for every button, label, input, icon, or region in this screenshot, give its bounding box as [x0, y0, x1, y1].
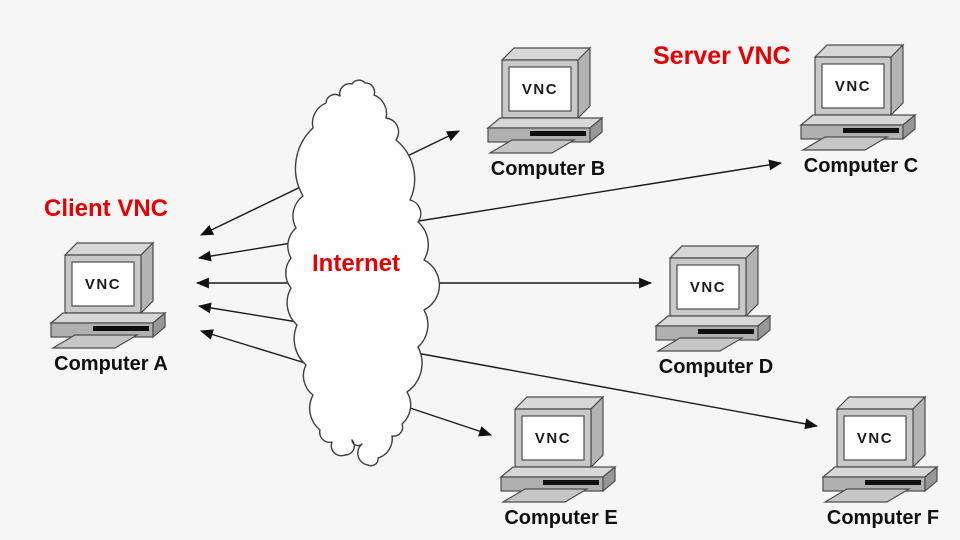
computer-d: VNC Computer D — [654, 240, 778, 379]
arrow-cloud-to-c — [399, 159, 783, 225]
computer-c-label: Computer C — [803, 155, 919, 177]
computer-icon: VNC — [499, 395, 617, 503]
screen-label: VNC — [535, 430, 571, 447]
disk-slot — [698, 329, 754, 334]
computer-e-label: Computer E — [504, 507, 618, 529]
computer-a-label: Computer A — [54, 353, 168, 375]
monitor-side-face — [745, 244, 759, 318]
computer-d-label: Computer D — [658, 356, 774, 378]
disk-slot — [93, 326, 149, 331]
disk-slot — [865, 480, 921, 485]
base-side-face — [589, 116, 603, 144]
keyboard — [50, 334, 140, 349]
monitor-side-face — [590, 395, 604, 469]
monitor-side-face — [912, 395, 926, 469]
monitor-top-face — [500, 47, 592, 61]
computer-f-label: Computer F — [826, 507, 940, 529]
monitor-screen — [508, 66, 572, 112]
computer-icon: VNC — [654, 244, 772, 352]
monitor-screen — [71, 261, 135, 307]
screen-label: VNC — [522, 81, 558, 98]
server-vnc-label: Server VNC — [653, 42, 791, 70]
client-vnc-label: Client VNC — [44, 195, 169, 222]
monitor-top-face — [835, 396, 927, 410]
screen-label: VNC — [85, 276, 121, 293]
base-top-face — [486, 117, 604, 129]
disk-slot — [530, 131, 586, 136]
arrow-cloud-to-f — [399, 349, 819, 430]
base-top-face — [654, 315, 772, 327]
monitor-screen — [676, 264, 740, 310]
computer-c: VNC Computer C — [799, 39, 923, 178]
monitor-top-face — [813, 44, 905, 58]
screen-label: VNC — [835, 78, 871, 95]
computer-f: VNC Computer F — [821, 391, 945, 530]
disk-slot — [543, 480, 599, 485]
arrow-cloud-to-a-1 — [200, 179, 316, 236]
monitor-top-face — [668, 245, 760, 259]
internet-cloud — [285, 79, 441, 467]
base-side-face — [902, 113, 916, 141]
arrow-cloud-to-a-4 — [197, 302, 311, 325]
screen-label: VNC — [690, 279, 726, 296]
monitor-side-face — [140, 241, 154, 315]
monitor-side-face — [890, 43, 904, 117]
keyboard — [800, 136, 890, 151]
monitor-side-face — [577, 46, 591, 120]
base-side-face — [152, 311, 166, 339]
computer-e: VNC Computer E — [499, 391, 623, 530]
base-top-face — [499, 466, 617, 478]
base-side-face — [924, 465, 938, 493]
monitor-top-face — [63, 242, 155, 256]
keyboard — [487, 139, 577, 154]
monitor-screen — [521, 415, 585, 461]
base-top-face — [821, 466, 939, 478]
base-side-face — [602, 465, 616, 493]
base-side-face — [757, 314, 771, 342]
screen-label: VNC — [857, 430, 893, 447]
keyboard — [655, 337, 745, 352]
computer-b: VNC Computer B — [486, 42, 610, 181]
computer-a: VNC Computer A — [49, 237, 173, 376]
computer-b-label: Computer B — [490, 158, 606, 180]
keyboard — [822, 488, 912, 503]
monitor-screen — [821, 63, 885, 109]
internet-label: Internet — [312, 250, 401, 277]
base-top-face — [49, 312, 167, 324]
disk-slot — [843, 128, 899, 133]
keyboard — [500, 488, 590, 503]
monitor-screen — [843, 415, 907, 461]
computer-icon: VNC — [821, 395, 939, 503]
monitor-top-face — [513, 396, 605, 410]
computer-icon: VNC — [49, 241, 167, 349]
arrow-cloud-to-a-5 — [199, 329, 316, 367]
computer-icon: VNC — [799, 43, 917, 151]
computer-icon: VNC — [486, 46, 604, 154]
base-top-face — [799, 114, 917, 126]
